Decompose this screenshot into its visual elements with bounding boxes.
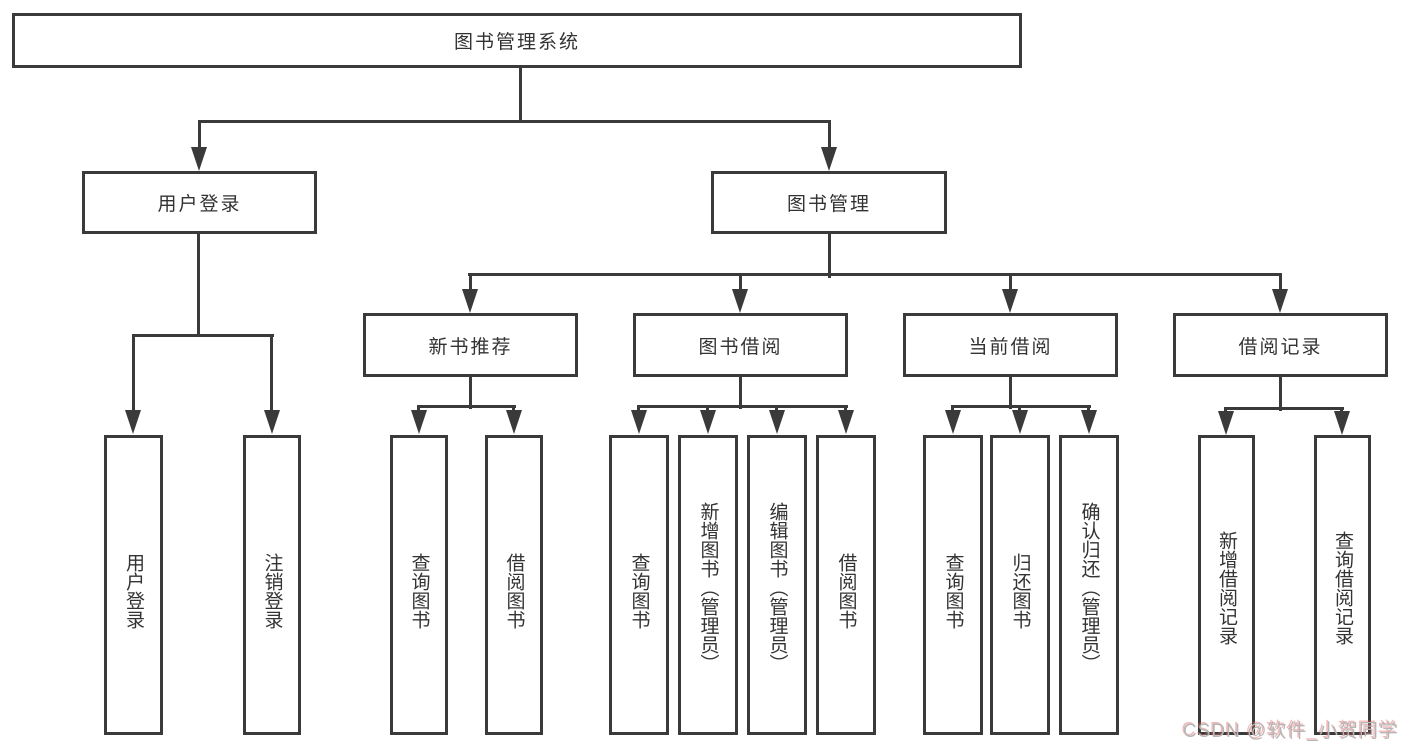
connector-line — [951, 405, 1091, 408]
arrow-down-icon — [821, 147, 837, 171]
connector-line — [775, 405, 778, 414]
leaf-add-book-admin: 新增图书（管理员） — [678, 435, 738, 735]
arrow-down-icon — [732, 289, 748, 313]
connector-line — [270, 334, 273, 412]
connector-line — [132, 334, 135, 412]
arrow-down-icon — [1218, 411, 1234, 435]
arrow-down-icon — [411, 410, 427, 434]
connector-line — [706, 405, 709, 414]
connector-line — [469, 377, 472, 409]
connector-line — [637, 405, 848, 408]
connector-line — [512, 405, 515, 414]
node-label: 用户登录 — [157, 194, 242, 215]
leaf-confirm-return-admin: 确认归还（管理员） — [1059, 435, 1119, 735]
node-new-book-recommend: 新书推荐 — [363, 313, 578, 377]
connector-line — [1018, 405, 1021, 414]
arrow-down-icon — [462, 289, 478, 313]
node-borrowing-records: 借阅记录 — [1173, 313, 1388, 377]
connector-line — [469, 273, 472, 291]
watermark: CSDN @软件_小贺同学 — [1183, 721, 1399, 742]
connector-line — [132, 334, 274, 337]
leaf-logout: 注销登录 — [243, 435, 301, 735]
leaf-edit-book-admin: 编辑图书（管理员） — [747, 435, 807, 735]
connector-line — [828, 120, 831, 150]
connector-line — [951, 405, 954, 414]
node-label: 借阅图书 — [503, 552, 525, 629]
node-label: 图书管理系统 — [453, 32, 580, 53]
arrow-down-icon — [1334, 411, 1350, 435]
arrow-down-icon — [1272, 289, 1288, 313]
connector-line — [828, 234, 831, 278]
node-label: 借阅记录 — [1238, 336, 1323, 358]
connector-line — [1009, 273, 1012, 291]
arrow-down-icon — [631, 410, 647, 434]
arrow-down-icon — [838, 410, 854, 434]
connector-line — [417, 405, 420, 414]
leaf-borrow-books-borrowing: 借阅图书 — [816, 435, 876, 735]
connector-line — [1279, 273, 1282, 291]
connector-line — [844, 405, 847, 414]
leaf-query-books-borrowing: 查询图书 — [609, 435, 669, 735]
node-current-borrowing: 当前借阅 — [903, 313, 1118, 377]
node-label: 确认归还（管理员） — [1078, 501, 1100, 673]
connector-line — [417, 405, 516, 408]
node-label: 图书借阅 — [698, 336, 783, 358]
leaf-return-book: 归还图书 — [990, 435, 1050, 735]
arrow-down-icon — [700, 410, 716, 434]
arrow-down-icon — [191, 147, 207, 171]
connector-line — [637, 405, 640, 414]
node-label: 用户登录 — [123, 552, 144, 629]
leaf-query-borrow-record: 查询借阅记录 — [1314, 435, 1371, 735]
leaf-query-books-current: 查询图书 — [923, 435, 983, 735]
arrow-down-icon — [264, 410, 280, 434]
arrow-down-icon — [769, 410, 785, 434]
node-label: 新增借阅记录 — [1216, 531, 1237, 645]
node-book-management: 图书管理 — [711, 171, 947, 234]
node-label: 编辑图书（管理员） — [766, 501, 788, 673]
node-label: 查询图书 — [628, 552, 650, 629]
node-label: 新增图书（管理员） — [697, 501, 719, 673]
node-label: 注销登录 — [261, 552, 283, 629]
node-book-borrowing: 图书借阅 — [633, 313, 848, 377]
arrow-down-icon — [945, 410, 961, 434]
arrow-down-icon — [125, 410, 141, 434]
connector-line — [198, 120, 831, 123]
connector-line — [468, 273, 1282, 276]
node-label: 新书推荐 — [428, 336, 513, 358]
arrow-down-icon — [506, 410, 522, 434]
node-label: 当前借阅 — [968, 336, 1053, 358]
connector-line — [1087, 405, 1090, 414]
connector-line — [739, 377, 742, 409]
node-label: 借阅图书 — [835, 552, 857, 629]
leaf-add-borrow-record: 新增借阅记录 — [1198, 435, 1255, 735]
leaf-query-books-recommend: 查询图书 — [390, 435, 448, 735]
node-label: 查询图书 — [942, 552, 964, 629]
connector-line — [198, 120, 201, 150]
arrow-down-icon — [1002, 289, 1018, 313]
connector-line — [1009, 377, 1012, 409]
node-label: 图书管理 — [786, 194, 871, 215]
leaf-user-login: 用户登录 — [104, 435, 163, 735]
leaf-borrow-books-recommend: 借阅图书 — [485, 435, 543, 735]
node-label: 查询图书 — [408, 552, 430, 629]
arrow-down-icon — [1081, 410, 1097, 434]
connector-line — [197, 234, 200, 337]
connector-line — [1224, 407, 1344, 410]
connector-line — [1279, 377, 1282, 411]
node-user-login: 用户登录 — [82, 171, 317, 234]
node-root-library-system: 图书管理系统 — [12, 13, 1022, 68]
connector-line — [739, 273, 742, 291]
connector-line — [519, 68, 522, 123]
node-label: 查询借阅记录 — [1332, 531, 1353, 645]
node-label: 归还图书 — [1009, 552, 1031, 629]
arrow-down-icon — [1012, 410, 1028, 434]
